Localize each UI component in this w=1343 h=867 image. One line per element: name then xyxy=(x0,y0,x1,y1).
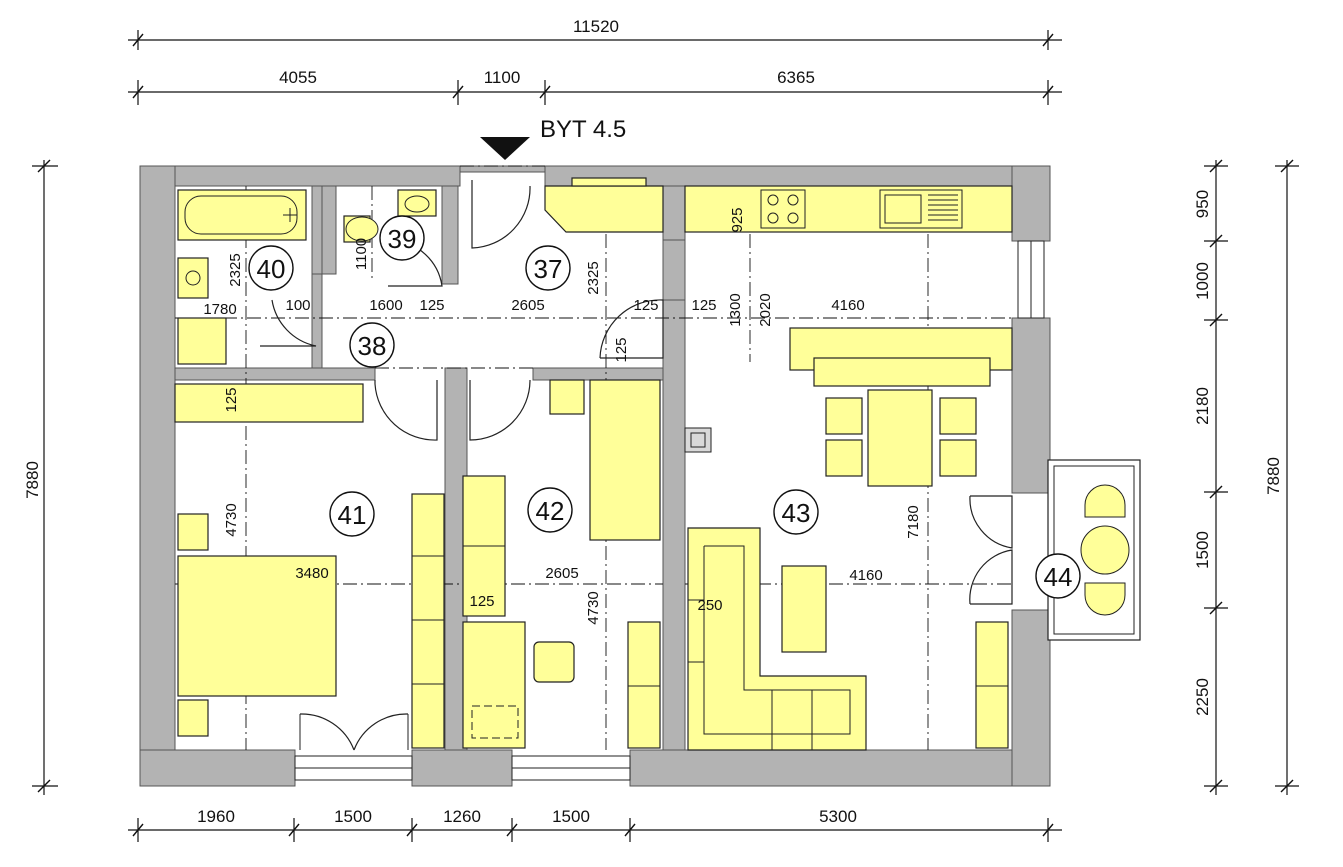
dim-4730-left: 4730 xyxy=(223,503,240,536)
nightstand-top xyxy=(177,513,209,551)
dim-2020: 2020 xyxy=(757,293,774,326)
dim-4730-mid: 4730 xyxy=(585,591,602,624)
dim-top-seg-2: 1100 xyxy=(484,68,521,87)
balcony-chair-bottom xyxy=(1084,582,1126,616)
dim-1600: 1600 xyxy=(369,297,402,314)
dim-2325-hall: 2325 xyxy=(585,261,602,294)
balcony-table xyxy=(1080,525,1130,575)
dim-250: 250 xyxy=(697,597,722,614)
room-38-label: 38 xyxy=(358,331,387,361)
dim-125-d: 125 xyxy=(613,337,630,362)
dim-125-e: 125 xyxy=(223,387,240,412)
dim-1780: 1780 xyxy=(203,301,236,318)
bedroom-shelf xyxy=(174,383,364,423)
dim-bottom-seg-3: 1260 xyxy=(443,807,481,826)
room42-wardrobe xyxy=(627,621,661,749)
inner-dimensions: 2325 1780 100 1600 125 2605 2325 1100 12… xyxy=(203,207,922,624)
tv-cabinet xyxy=(975,621,1009,749)
dim-125-c: 125 xyxy=(691,297,716,314)
dim-4160-top: 4160 xyxy=(831,297,864,314)
dim-bottom-seg-1: 1960 xyxy=(197,807,235,826)
dim-2605-mid: 2605 xyxy=(545,565,578,582)
doors xyxy=(260,180,1013,751)
dim-right-seg-3: 2180 xyxy=(1193,387,1212,425)
room-42-label: 42 xyxy=(536,496,565,526)
dim-125-f: 125 xyxy=(469,593,494,610)
dining-table xyxy=(867,389,933,487)
hall-cabinet xyxy=(544,185,664,233)
dim-2325-bath: 2325 xyxy=(227,253,244,286)
dim-1300: 1300 xyxy=(727,293,744,326)
dim-125-a: 125 xyxy=(419,297,444,314)
dim-bottom-seg-5: 5300 xyxy=(819,807,857,826)
coffee-table xyxy=(781,565,827,653)
washing-machine xyxy=(177,317,227,365)
dim-7180: 7180 xyxy=(905,505,922,538)
single-bed xyxy=(589,379,661,541)
dim-1100: 1100 xyxy=(353,238,370,270)
inner-walls xyxy=(174,185,686,751)
dim-2605-hall: 2605 xyxy=(511,297,544,314)
right-dimensions: 950 1000 2180 1500 2250 7880 xyxy=(1193,159,1299,795)
dim-left-height: 7880 xyxy=(23,461,42,499)
balcony-chair-top xyxy=(1084,484,1126,518)
room-37-label: 37 xyxy=(534,254,563,284)
dim-925: 925 xyxy=(729,207,746,232)
dim-right-total: 7880 xyxy=(1264,457,1283,495)
desk-chair xyxy=(533,641,575,683)
dim-top-seg-1: 4055 xyxy=(279,68,317,87)
bottom-dimensions: 1960 1500 1260 1500 5300 xyxy=(128,807,1062,842)
dim-3480: 3480 xyxy=(295,565,328,582)
dim-125-b: 125 xyxy=(633,297,658,314)
dim-right-seg-1: 950 xyxy=(1193,190,1212,218)
wc-basin xyxy=(397,189,437,217)
room-40-label: 40 xyxy=(257,254,286,284)
entrance-arrow-icon xyxy=(480,137,530,160)
nightstand-bottom xyxy=(177,699,209,737)
dim-right-seg-5: 2250 xyxy=(1193,678,1212,716)
corner-sofa xyxy=(687,527,867,751)
dim-top-seg-3: 6365 xyxy=(777,68,815,87)
dim-bottom-seg-4: 1500 xyxy=(552,807,590,826)
apartment-title: BYT 4.5 xyxy=(540,116,626,143)
room-44-label: 44 xyxy=(1044,562,1073,592)
top-dimensions: 11520 4055 1100 6365 xyxy=(128,17,1062,105)
left-dimension: 7880 xyxy=(23,159,58,795)
furniture xyxy=(174,177,1141,751)
dim-4160-mid: 4160 xyxy=(849,567,882,584)
dim-total-width: 11520 xyxy=(573,17,619,36)
dim-100: 100 xyxy=(285,297,310,314)
toilet-bowl xyxy=(345,216,379,242)
double-bed xyxy=(177,555,337,697)
stove-icon xyxy=(760,189,806,229)
room-labels: 37 38 39 40 41 42 43 44 xyxy=(248,215,1081,599)
dim-right-seg-4: 1500 xyxy=(1193,531,1212,569)
dim-bottom-seg-2: 1500 xyxy=(334,807,372,826)
desk xyxy=(462,621,526,749)
room-41-label: 41 xyxy=(338,500,367,530)
wardrobe xyxy=(411,493,445,749)
small-cabinet xyxy=(549,379,585,415)
room-43-label: 43 xyxy=(782,498,811,528)
dim-right-seg-2: 1000 xyxy=(1193,262,1212,300)
washbasin xyxy=(177,257,209,299)
room-39-label: 39 xyxy=(388,224,417,254)
